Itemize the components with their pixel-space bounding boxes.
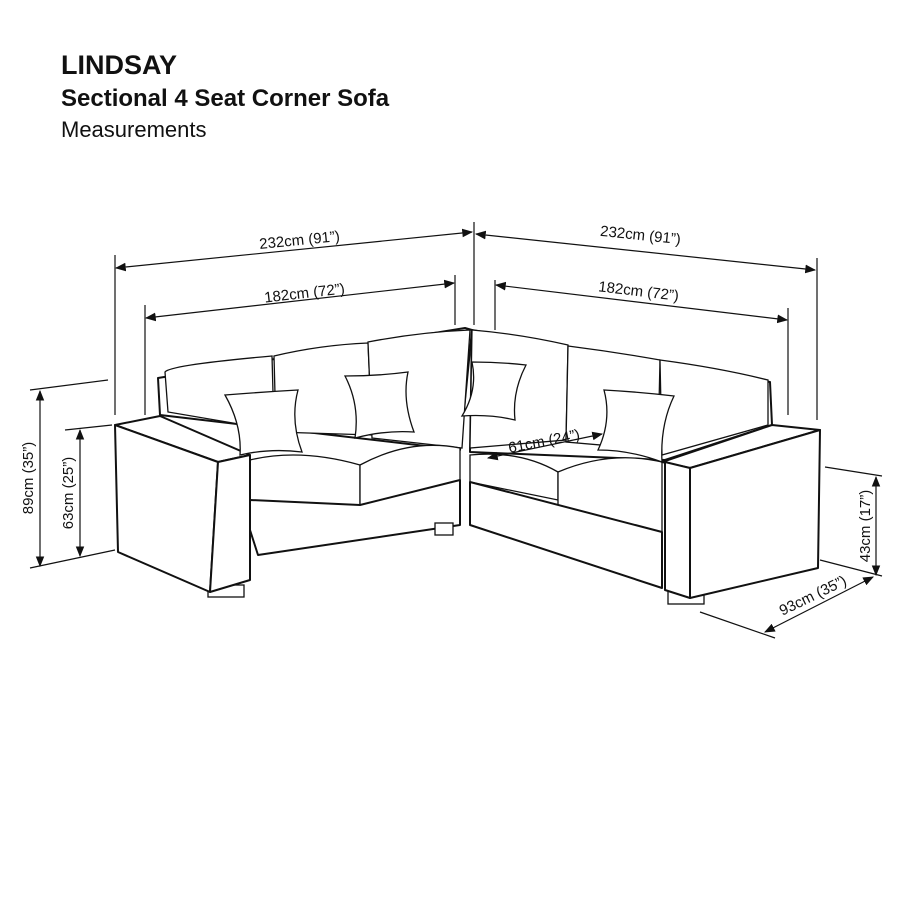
seat-height-label: 43cm (17”) xyxy=(857,490,874,563)
total-depth-label: 93cm (35”) xyxy=(777,572,850,619)
right-total-width-label: 232cm (91”) xyxy=(599,223,681,248)
dimension-lines xyxy=(29,222,883,639)
left-seat-width-label: 182cm (72”) xyxy=(263,281,345,307)
arm-height-label: 63cm (25”) xyxy=(60,457,77,530)
sofa-illustration xyxy=(114,327,821,605)
measurements-caption: Measurements xyxy=(61,117,207,142)
total-height-label: 89cm (35”) xyxy=(20,442,37,515)
product-subtitle: Sectional 4 Seat Corner Sofa xyxy=(61,85,390,112)
right-seat-width-label: 182cm (72”) xyxy=(597,278,679,304)
product-name: LINDSAY xyxy=(61,50,178,80)
